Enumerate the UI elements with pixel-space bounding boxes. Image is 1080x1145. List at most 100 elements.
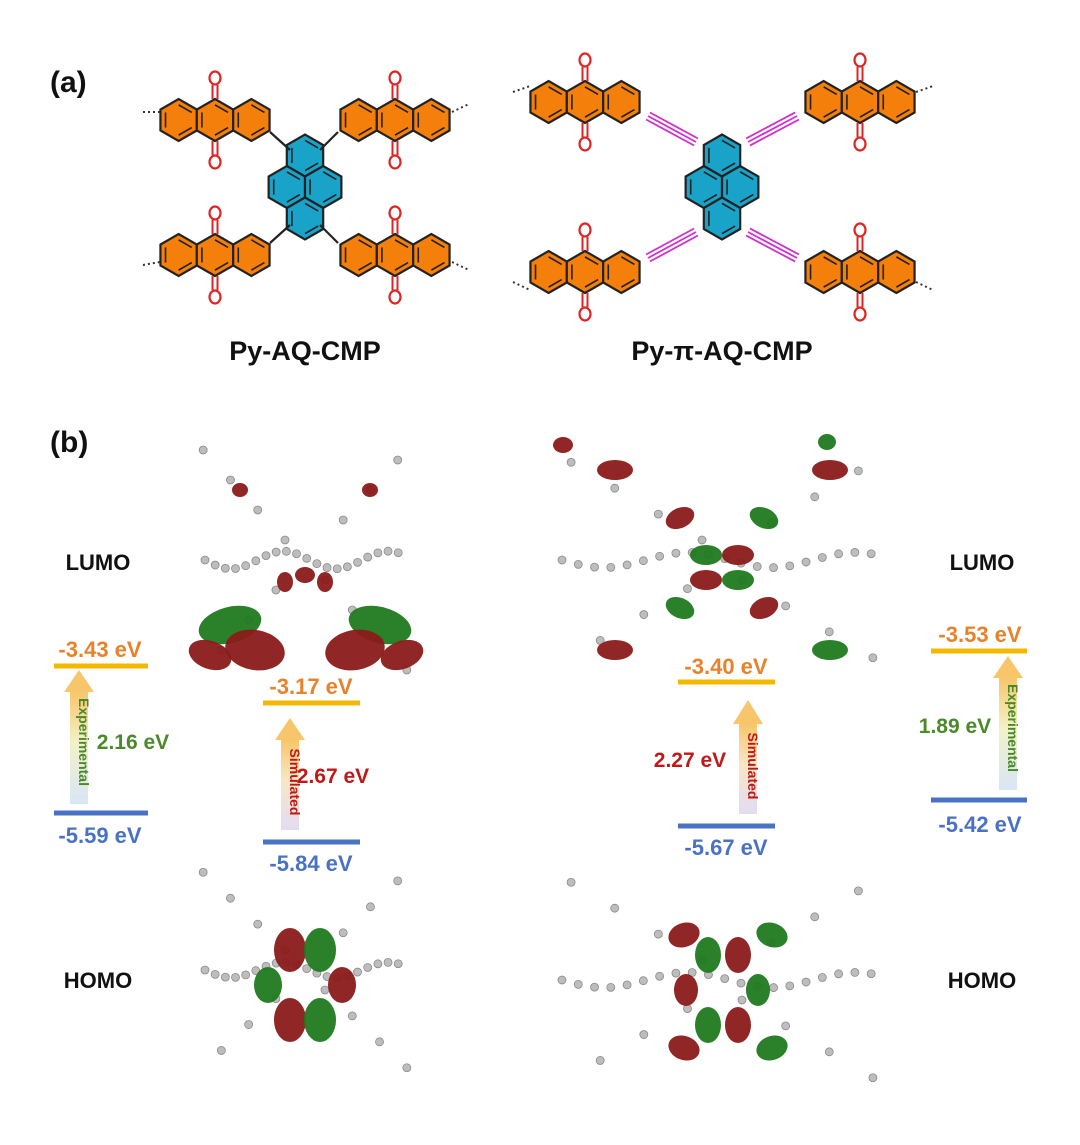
atom xyxy=(697,535,707,545)
atom xyxy=(622,560,632,570)
double-bond xyxy=(823,278,838,288)
orbital-lobe xyxy=(749,596,779,620)
atom xyxy=(200,965,210,975)
single-bond xyxy=(269,224,291,244)
orbital-lobe xyxy=(690,545,722,565)
atom xyxy=(226,475,235,485)
left-exp-word: Experimental xyxy=(76,698,92,786)
left-lumo-label: LUMO xyxy=(66,550,131,575)
left-homo-label: HOMO xyxy=(64,968,132,993)
py-pi-aq-cmp-structure xyxy=(512,52,934,322)
right-lumo-label: LUMO xyxy=(950,550,1015,575)
orbital-lobe xyxy=(188,639,232,671)
atom xyxy=(261,551,271,561)
atom xyxy=(393,876,403,886)
double-bond xyxy=(823,86,838,96)
right-exp-lumo-value: -3.53 eV xyxy=(938,622,1021,647)
atom xyxy=(573,979,583,989)
orbital-lobe xyxy=(225,629,285,671)
orbital-lobe xyxy=(722,570,754,590)
atom xyxy=(353,557,362,567)
double-bond xyxy=(214,239,229,249)
double-bond xyxy=(895,86,910,96)
oxygen-atom xyxy=(208,154,222,170)
double-bond xyxy=(394,104,409,114)
double-bond xyxy=(895,278,910,288)
atom xyxy=(210,560,220,570)
double-bond xyxy=(250,261,265,271)
single-bond xyxy=(319,131,339,151)
double-bond xyxy=(394,239,409,249)
atom xyxy=(271,585,281,595)
atom xyxy=(557,555,567,565)
left-sim-gap-arrow xyxy=(275,718,305,830)
atom xyxy=(736,978,746,988)
double-bond xyxy=(859,256,874,266)
alkyne-bond xyxy=(645,227,695,256)
atom xyxy=(253,919,263,929)
atom xyxy=(610,903,620,913)
right-exp-homo-value: -5.42 eV xyxy=(938,812,1021,837)
orbital-lobe xyxy=(277,572,293,592)
right-homo-orbital xyxy=(557,877,878,1083)
double-bond xyxy=(358,261,373,271)
polymer-continuation xyxy=(451,261,470,271)
atom xyxy=(781,601,791,611)
atom xyxy=(332,564,342,574)
double-bond xyxy=(286,193,301,203)
atom xyxy=(781,1021,791,1031)
atom xyxy=(373,548,383,558)
oxygen-atom xyxy=(578,136,592,152)
orbital-lobe xyxy=(695,1007,721,1043)
double-bond xyxy=(620,108,635,118)
double-bond xyxy=(358,126,373,136)
atom xyxy=(850,968,860,977)
atom xyxy=(639,610,649,619)
atom xyxy=(393,959,403,969)
oxygen-atom xyxy=(388,289,402,305)
oxygen-atom xyxy=(208,70,222,86)
atom xyxy=(610,483,620,493)
atom xyxy=(342,562,352,572)
atom xyxy=(366,902,375,912)
atom xyxy=(590,982,599,992)
atom xyxy=(220,563,230,573)
orbital-lobe xyxy=(665,506,695,530)
atom xyxy=(231,564,240,573)
atom xyxy=(638,976,648,986)
left-exp-lumo-value: -3.43 eV xyxy=(58,637,141,662)
orbital-lobe xyxy=(668,922,700,948)
orbital-lobe xyxy=(812,640,848,660)
atom xyxy=(671,548,681,558)
atom xyxy=(868,653,878,663)
atom xyxy=(312,559,322,569)
atom xyxy=(281,546,291,556)
double-bond xyxy=(178,261,193,271)
orbital-lobe xyxy=(725,1007,751,1043)
atom xyxy=(655,971,665,981)
double-bond xyxy=(584,86,599,96)
right-exp-gap-arrow xyxy=(993,656,1023,790)
atom xyxy=(210,969,220,979)
py-pi-aq-cmp-name: Py-π-AQ-CMP xyxy=(631,336,812,366)
atom xyxy=(338,928,348,938)
atom xyxy=(853,466,863,476)
left-homo-orbital xyxy=(198,867,412,1073)
double-bond xyxy=(214,126,229,136)
atom xyxy=(393,455,403,465)
atom xyxy=(606,982,616,992)
atom xyxy=(244,1020,254,1029)
alkyne-bond xyxy=(649,234,699,263)
atom xyxy=(557,975,567,985)
atom xyxy=(595,1056,605,1065)
polymer-continuation xyxy=(915,281,934,291)
atom xyxy=(769,983,778,992)
atom xyxy=(220,972,230,982)
double-bond xyxy=(394,261,409,271)
double-bond xyxy=(358,239,373,249)
double-bond xyxy=(895,256,910,266)
double-bond xyxy=(620,86,635,96)
atom xyxy=(737,995,747,1005)
atom xyxy=(241,561,251,571)
